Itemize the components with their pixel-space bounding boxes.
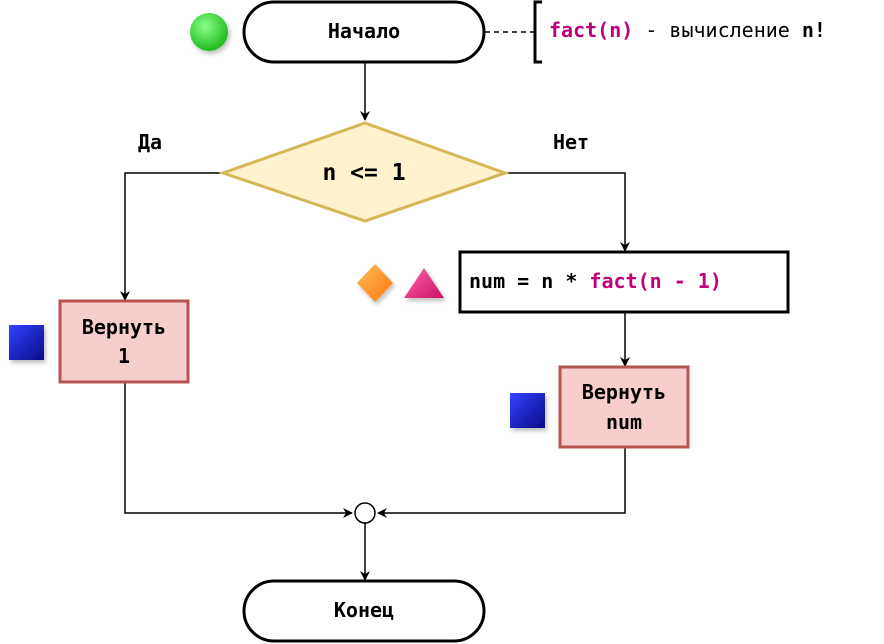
no-label: Нет xyxy=(553,130,589,154)
assign-node[interactable]: num = n * fact(n - 1) xyxy=(458,250,790,314)
edge-yes xyxy=(120,172,223,301)
svg-text:fact(n) - вычисление n!: fact(n) - вычисление n! xyxy=(549,18,826,42)
return-num-line1: Вернуть xyxy=(582,380,666,404)
merge-circle-icon xyxy=(354,502,376,524)
return-one-line1: Вернуть xyxy=(82,315,166,339)
pink-triangle-icon xyxy=(404,268,444,298)
edge-return-num-to-merge xyxy=(377,448,626,518)
start-circle-icon xyxy=(190,13,228,51)
assign-prefix: num = n * xyxy=(469,269,589,293)
return-one-node[interactable]: Вернуть 1 xyxy=(58,299,190,384)
end-label: Конец xyxy=(334,598,394,622)
note-function-name: fact(n) xyxy=(549,18,633,42)
note-factorial: n! xyxy=(802,18,826,42)
condition-label: n <= 1 xyxy=(322,160,405,186)
blue-square-icon xyxy=(9,325,44,360)
start-label: Начало xyxy=(328,19,400,43)
return-num-node[interactable]: Вернуть num xyxy=(558,365,690,449)
return-one-line2: 1 xyxy=(118,344,130,368)
end-node[interactable]: Конец xyxy=(242,579,486,643)
blue-square-icon xyxy=(510,393,545,428)
condition-node[interactable]: n <= 1 xyxy=(218,121,510,223)
svg-text:num = n * fact(n - 1): num = n * fact(n - 1) xyxy=(469,269,722,293)
assign-call: fact(n - 1) xyxy=(589,269,721,293)
connectors xyxy=(120,31,630,581)
edge-return-one-to-merge xyxy=(124,383,353,518)
yes-label: Да xyxy=(138,130,162,154)
edge-no xyxy=(505,172,630,252)
start-node[interactable]: Начало xyxy=(242,0,486,64)
orange-diamond-icon xyxy=(357,264,393,302)
return-num-line2: num xyxy=(606,410,642,434)
note-description: - вычисление xyxy=(633,18,802,42)
function-note: fact(n) - вычисление n! xyxy=(533,0,826,64)
